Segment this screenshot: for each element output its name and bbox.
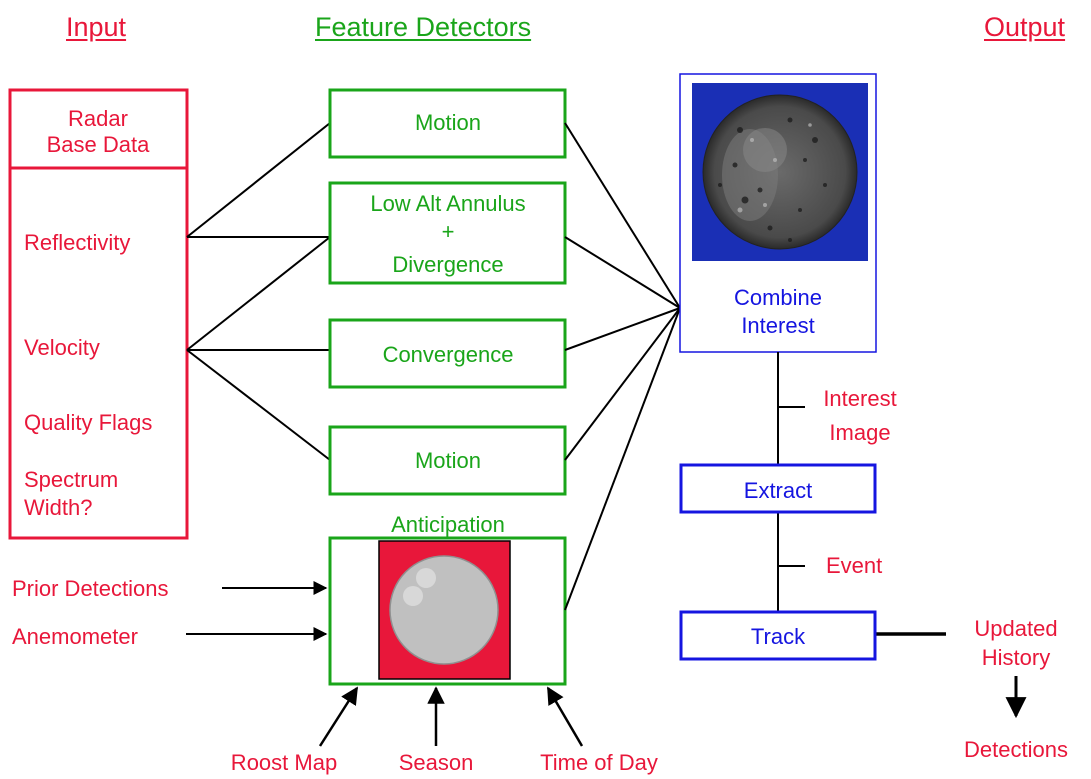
extract-label: Extract [743,478,813,503]
detector-boxes [328,88,567,686]
radar-speckle [718,117,827,242]
input-item-reflectivity: Reflectivity [24,230,131,255]
roost-map-label: Roost Map [230,750,338,775]
feature-detectors-header: Feature Detectors [315,12,532,42]
radar-title-line2: Base Data [46,132,150,157]
prior-detections-label: Prior Detections [12,576,169,601]
anticipation-box [328,536,567,686]
annulus-box [328,181,567,285]
annulus-label-line2: + [441,219,455,244]
updated-history-line2: History [981,645,1051,670]
anemometer-label: Anemometer [12,624,138,649]
annulus-label-line3: Divergence [392,252,504,277]
radar-base-data-box [8,88,189,540]
anticipation-label: Anticipation [391,512,505,537]
combine-connectors [564,122,681,611]
combine-label-line2: Interest [741,313,815,338]
motion-bottom-box [328,425,567,496]
convergence-label: Convergence [382,342,514,367]
input-item-spectrum: Spectrum [24,467,119,492]
anticipation-spot-1 [416,568,436,588]
input-item-width: Width? [24,495,93,520]
combine-label-line1: Combine [733,285,823,310]
interest-image-line2: Image [829,420,891,445]
season-label: Season [398,750,474,775]
extract-box [679,463,877,514]
input-item-quality-flags: Quality Flags [24,410,153,435]
motion-bottom-label: Motion [414,448,482,473]
radar-speckle-light [737,123,812,213]
input-header: Input [66,12,127,42]
track-box [679,610,877,661]
motion-top-label: Motion [414,110,482,135]
updated-history-line1: Updated [974,616,1058,641]
event-label: Event [826,553,883,578]
anticipation-spot-2 [403,586,423,606]
input-connectors [186,122,331,461]
detections-label: Detections [964,737,1068,762]
radar-echo-2 [743,128,787,172]
time-of-day-label: Time of Day [540,750,658,775]
annulus-label-line1: Low Alt Annulus [370,191,526,216]
track-label: Track [750,624,806,649]
convergence-box [328,318,567,389]
radar-title-line1: Radar [68,106,128,131]
bottom-input-arrows [318,686,584,747]
interest-image-line1: Interest [823,386,897,411]
anticipation-disc [389,555,499,665]
output-connectors [777,352,805,612]
input-item-velocity: Velocity [24,335,100,360]
external-input-arrows [186,581,328,641]
output-header: Output [984,12,1066,42]
